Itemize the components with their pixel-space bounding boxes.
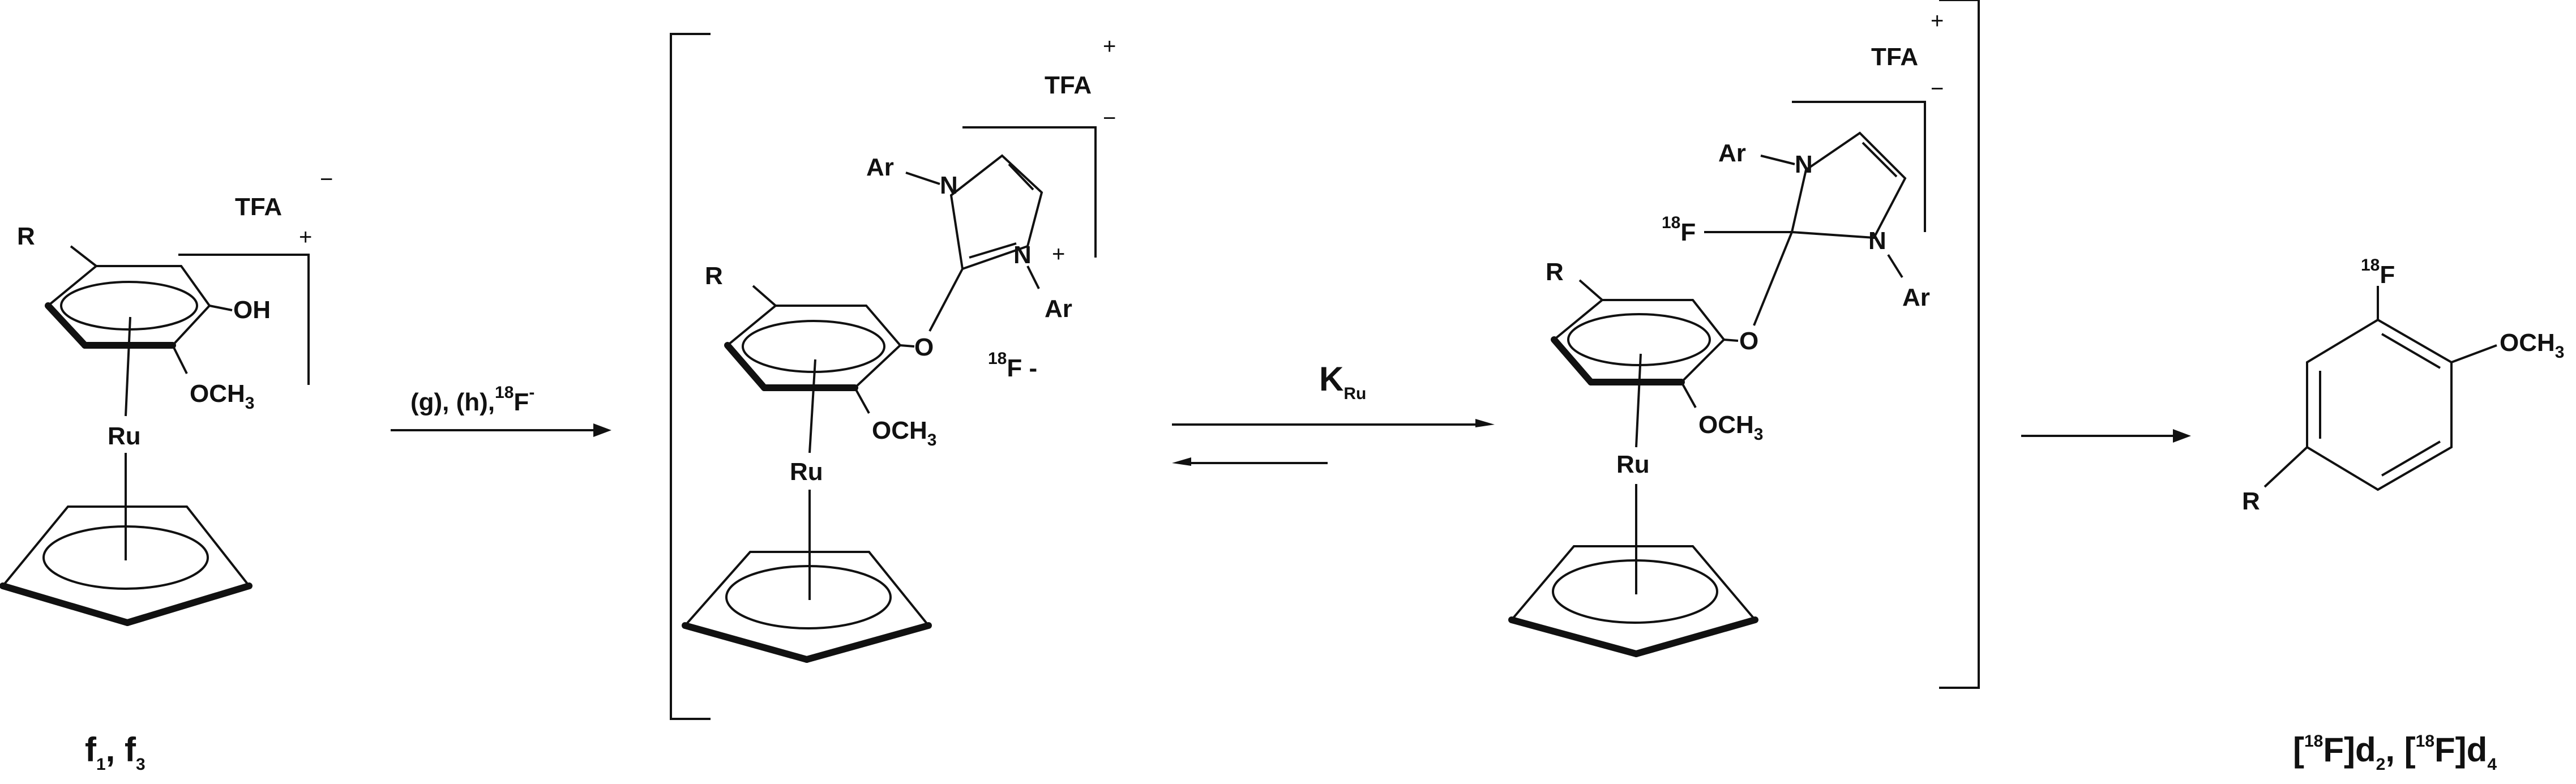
nitrogen-right-label-2: N — [1013, 241, 1032, 269]
tfa-minus-3: − — [1931, 76, 1944, 101]
ruthenium-label-2: Ru — [790, 458, 823, 486]
tfa-minus-2: − — [1103, 106, 1116, 131]
equilibrium-arrows: KRu — [1172, 360, 1495, 466]
nitrogen-top-label-3: N — [1795, 151, 1813, 178]
product-fluoroarene: 18F OCH3 R [18F]d2, [18F]d4 — [2242, 256, 2564, 774]
r-group-label: R — [17, 222, 35, 250]
reagent-arrow: (g), (h),18F- — [391, 383, 611, 437]
compound-label-product: [18F]d2, [18F]d4 — [2293, 731, 2497, 774]
benzene-ring-product — [2306, 318, 2453, 491]
aryl-top-label-2: Ar — [866, 153, 894, 181]
intermediates-bracket — [670, 0, 1980, 720]
cation-plus-1: + — [299, 225, 312, 250]
fluorine-label-product: 18F — [2361, 256, 2395, 289]
tfa-label-2: TFA — [1045, 71, 1092, 99]
ruthenium-label: Ru — [108, 422, 141, 450]
methoxy-label-2: OCH3 — [872, 417, 936, 449]
tfa-label-3: TFA — [1871, 43, 1918, 71]
aryl-top-label-3: Ar — [1718, 139, 1746, 167]
nitrogen-top-label-2: N — [940, 172, 958, 199]
methoxy-label-product: OCH3 — [2500, 329, 2564, 362]
imidazolium-ring — [949, 154, 1043, 271]
imidazolium-plus: + — [1052, 242, 1065, 267]
aryl-right-label-3: Ar — [1902, 284, 1930, 311]
oxygen-label-3: O — [1739, 327, 1758, 355]
intermediate-1: R O OCH3 N N + Ar Ar Ru TFA + − 18F - — [682, 34, 1116, 663]
product-arrow — [2021, 429, 2191, 443]
equilibrium-constant-label: KRu — [1319, 360, 1366, 403]
fluorine-label-3: 18F — [1662, 213, 1696, 246]
r-group-label-2: R — [705, 262, 723, 290]
methoxy-label-3: OCH3 — [1698, 411, 1763, 444]
oxygen-label-2: O — [914, 333, 934, 361]
nitrogen-right-label-3: N — [1868, 227, 1886, 255]
r-group-label-product: R — [2242, 487, 2260, 515]
cation-plus-3: + — [1931, 8, 1944, 33]
reagent-label: (g), (h),18F- — [410, 383, 534, 416]
r-group-label-3: R — [1546, 258, 1564, 286]
imidazoline-ring — [1790, 131, 1907, 239]
ruthenium-label-3: Ru — [1616, 451, 1650, 478]
tfa-minus-1: − — [320, 167, 333, 192]
intermediate-2: R O OCH3 N N Ar Ar 18F Ru TFA + − — [1508, 8, 1944, 657]
aryl-right-label-2: Ar — [1045, 295, 1072, 323]
tfa-label-1: TFA — [235, 193, 282, 221]
methoxy-label: OCH3 — [190, 380, 254, 413]
cyclopentadienyl-ring-2 — [683, 551, 931, 661]
hydroxyl-label: OH — [233, 296, 271, 324]
cyclopentadienyl-ring-3 — [1509, 545, 1757, 656]
cation-plus-2: + — [1103, 34, 1116, 59]
fluoride-ion-label: 18F - — [988, 349, 1037, 382]
compound-label-f1-f3: f1, f3 — [85, 731, 146, 774]
compound-f1-f3: R OH OCH3 Ru TFA − + f1, f3 — [0, 167, 333, 774]
